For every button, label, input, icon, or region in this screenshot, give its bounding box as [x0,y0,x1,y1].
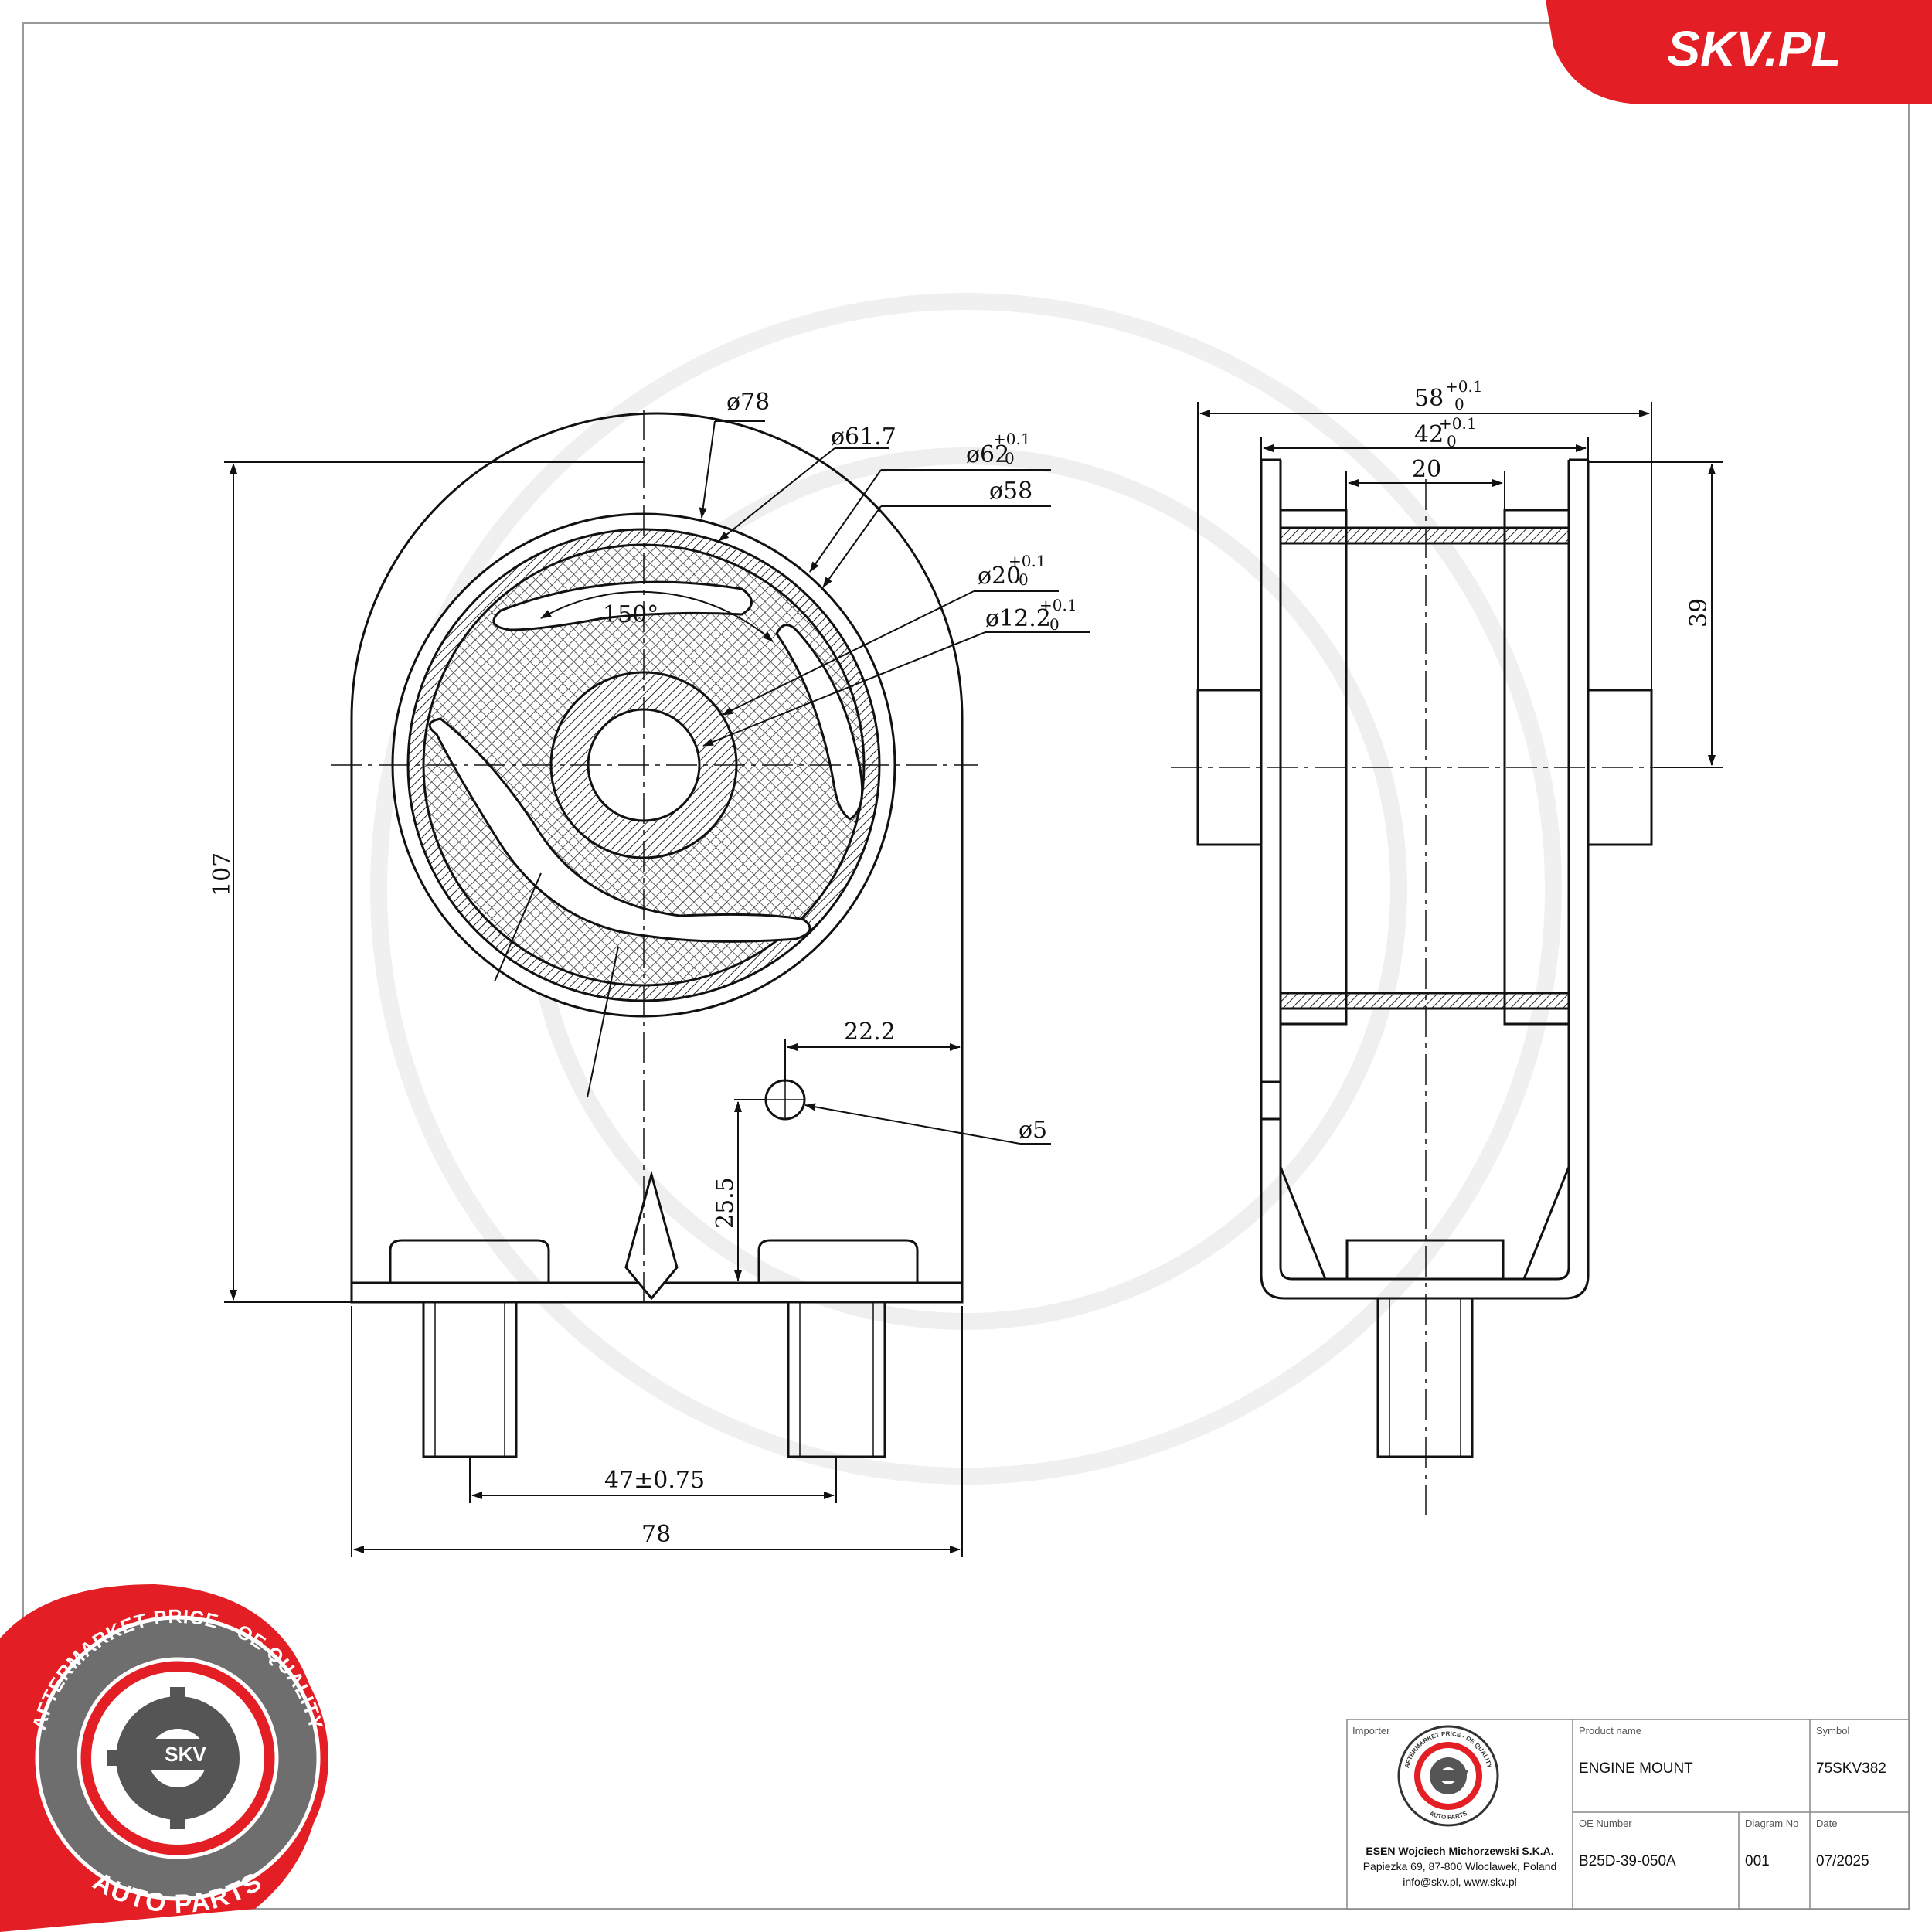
dim-angle: 150° [603,601,658,628]
dim-d12-2-tol-minus: 0 [1049,615,1060,634]
left-stud [422,1301,518,1458]
dim-d12-2: ø12.2 [985,605,1051,632]
dim-d61-7: ø61.7 [831,423,896,451]
upper-strip [1279,526,1570,545]
page-frame [22,22,1910,1910]
dim-d62-tol-plus: +0.1 [993,430,1031,448]
dim-outer-tol-plus: +0.1 [1445,377,1483,396]
void-right [775,624,864,821]
date-label: Date [1816,1818,1837,1829]
side-labels: 58 +0.1 0 42 +0.1 0 20 39 [1412,377,1713,628]
dim-d78: ø78 [726,389,770,416]
dim-inner-tol-plus: +0.1 [1439,414,1477,433]
mini-seal-logo: AFTERMARKET PRICE - OE QUALITY AUTO PART… [1397,1725,1499,1827]
diagram-label: Diagram No [1745,1818,1798,1829]
bracket-outline [350,412,964,1283]
importer-label: Importer [1352,1725,1390,1736]
dim-outer-width: 58 [1414,385,1444,412]
dim-inner-width: 42 [1414,421,1444,448]
u-bracket [1260,460,1590,1300]
symbol-value: 75SKV382 [1816,1760,1886,1777]
side-stud [1376,1297,1474,1458]
dim-stud-spacing: 47±0.75 [604,1467,705,1494]
brand-logo-text: SKV.PL [1667,21,1841,77]
void-bottom [428,717,811,943]
right-pad [757,1239,919,1283]
dim-d20-tol-minus: 0 [1019,570,1029,589]
date-value: 07/2025 [1816,1853,1869,1869]
dim-d62: ø62 [966,441,1009,468]
seal-center-text: SKV [165,1743,206,1766]
title-block-content: Importer AFTERMARKET PRICE - OE QUALITY … [1352,1725,1886,1888]
skv-seal: SKV AFTERMARKET PRICE - OE QUALITY AUTO … [0,1584,328,1932]
lower-strip [1279,992,1570,1010]
brand-badge: SKV.PL [1546,0,1932,104]
dim-outer-tol-minus: 0 [1454,395,1464,413]
dim-hole: ø5 [1019,1117,1047,1144]
product-label: Product name [1579,1725,1641,1736]
symbol-label: Symbol [1816,1725,1849,1736]
dim-d20: ø20 [978,563,1021,590]
dim-offset: 22.2 [844,1019,896,1046]
dim-side-height: 39 [1685,598,1713,628]
dim-inner-tol-minus: 0 [1447,432,1457,451]
oe-label: OE Number [1579,1818,1632,1829]
dim-d20-tol-plus: +0.1 [1009,552,1046,570]
right-stud [787,1301,886,1458]
center-spike [624,1170,679,1301]
dim-width: 78 [641,1521,671,1548]
dim-hole-height: 25.5 [712,1177,739,1229]
dim-d58: ø58 [989,478,1032,505]
front-view [331,410,978,1458]
product-value: ENGINE MOUNT [1579,1760,1693,1777]
importer-address: Papiezka 69, 87-800 Wloclawek, Poland [1363,1860,1557,1872]
dim-d12-2-tol-plus: +0.1 [1039,596,1077,614]
front-labels: ø78 ø61.7 ø62 +0.1 0 ø58 ø20 +0.1 0 ø12.… [209,389,1077,1548]
dim-height: 107 [209,852,236,896]
diagram-value: 001 [1745,1853,1770,1869]
left-pad [389,1239,550,1283]
side-tab [1260,1080,1282,1121]
dim-center-width: 20 [1412,456,1441,483]
front-dimensions [224,420,1090,1557]
side-view [1171,458,1677,1515]
bottom-block [1345,1239,1505,1281]
importer-contact: info@skv.pl, www.skv.pl [1403,1876,1517,1888]
u-bracket-inner [1279,460,1570,1281]
oe-value: B25D-39-050A [1579,1853,1676,1869]
dim-d62-tol-minus: 0 [1005,449,1015,468]
importer-name: ESEN Wojciech Michorzewski S.K.A. [1366,1845,1553,1857]
side-dimensions [1197,402,1723,768]
